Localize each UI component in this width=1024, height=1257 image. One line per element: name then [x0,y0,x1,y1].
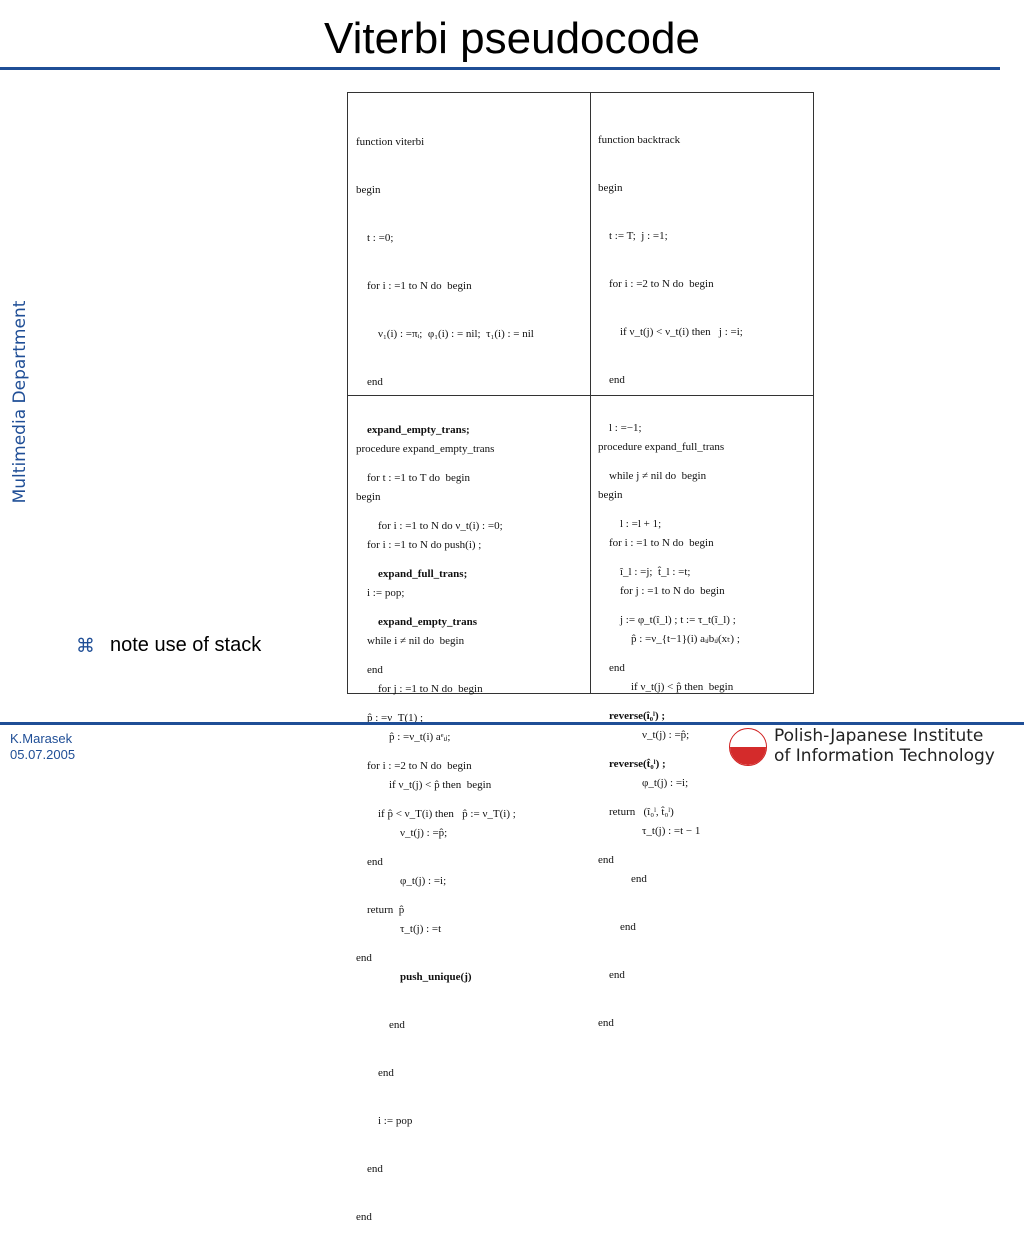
code-line: end [356,1019,405,1031]
code-line: τ_t(j) : =t − 1 [598,825,701,837]
code-line: procedure expand_full_trans [598,441,725,453]
code-line: push_unique(j) [356,971,472,983]
expand-full-trans-code: procedure expand_full_trans begin for i … [598,407,740,1063]
code-line: τ_t(j) : =t [356,923,442,935]
code-line: for j : =1 to N do begin [598,585,725,597]
code-line: i := pop [356,1115,413,1127]
code-line: end [598,873,647,885]
code-line: end [598,969,625,981]
code-line: φ_t(j) : =i; [356,875,447,887]
code-line: φ_t(j) : =i; [598,777,689,789]
code-line: while j ≠ nil do begin [598,470,707,482]
code-line: j := φ_t(î_l) ; t := τ_t(î_l) ; [598,614,736,626]
author-name: K.Marasek [10,731,73,746]
code-line: l : =−1; [598,422,642,434]
code-line: î_l : =j; t̂_l : =t; [598,566,691,578]
code-line: p̂ : =ν_T(1) ; [356,712,424,724]
code-line: end [598,1017,614,1029]
code-line: for i : =1 to N do ν_t(i) : =0; [356,520,503,532]
code-line: for i : =1 to N do begin [356,280,472,292]
code-line: for i : =2 to N do begin [598,278,714,290]
bullet-text: note use of stack [110,634,262,656]
code-line: i := pop; [356,587,405,599]
code-line: end [598,662,625,674]
pseudocode-figure: function viterbi begin t : =0; for i : =… [347,92,814,1223]
code-line: expand_empty_trans [356,616,478,628]
backtrack-function-code: function backtrack begin t := T; j : =1;… [598,100,743,900]
code-line: ν_t(j) : =p̂; [598,729,690,741]
code-line: reverse(t̂₀ˡ) ; [598,758,666,770]
code-line: procedure expand_empty_trans [356,443,495,455]
code-line: expand_full_trans; [356,568,468,580]
code-line: p̂ : =ν_{t−1}(i) aᵢⱼbᵢⱼ(xₜ) ; [598,633,740,645]
slide-title: Viterbi pseudocode [324,14,700,63]
figure-horizontal-divider [348,395,813,396]
code-line: end [598,921,636,933]
code-line: t : =0; [356,232,394,244]
code-line: p̂ : =ν_t(i) aᵉᵢⱼ; [356,731,451,743]
figure-vertical-divider [590,93,591,693]
code-line: begin [356,184,381,196]
code-line: end [598,374,625,386]
code-line: end [356,1163,383,1175]
code-line: begin [598,489,623,501]
code-line: function backtrack [598,134,681,146]
code-line: l : =l + 1; [598,518,662,530]
command-bullet-icon: ⌘ [76,634,95,657]
institute-name-line1: Polish-Japanese Institute [774,726,984,746]
institute-logo-icon [729,728,767,766]
code-line: for i : =1 to N do begin [598,537,714,549]
logo-red-half [730,747,766,765]
footer-rule [0,722,1024,725]
code-line: end [356,1067,394,1079]
code-line: t := T; j : =1; [598,230,668,242]
code-line: for i : =1 to N do push(i) ; [356,539,482,551]
code-line: begin [356,491,381,503]
code-line: for t : =1 to T do begin [356,472,470,484]
institute-name: Polish-Japanese Institute of Information… [774,726,995,766]
code-line: end [356,376,383,388]
institute-name-line2: of Information Technology [774,746,995,766]
code-line: expand_empty_trans; [356,424,470,436]
code-line: if ν_t(j) < ν_t(i) then j : =i; [598,326,743,338]
department-label: Multimedia Department [10,300,30,504]
title-underline [0,67,1000,70]
code-line: if ν_t(j) < p̂ then begin [598,681,734,693]
code-line: reverse(î₀ˡ) ; [598,710,666,722]
code-line: end [356,664,383,676]
footer-author-date: K.Marasek 05.07.2005 [10,731,75,763]
code-line: begin [598,182,623,194]
code-line: for j : =1 to N do begin [356,683,483,695]
code-line: function viterbi [356,136,425,148]
bullet-item: ⌘ note use of stack [76,634,261,657]
code-line: while i ≠ nil do begin [356,635,465,647]
code-line: ν_t(j) : =p̂; [356,827,448,839]
code-line: ν₁(i) : =πᵢ; φ₁(i) : = nil; τ₁(i) : = ni… [356,328,534,340]
code-line: end [356,1211,372,1223]
presentation-date: 05.07.2005 [10,747,76,762]
expand-empty-trans-code: procedure expand_empty_trans begin for i… [356,409,494,1257]
code-line: if ν_t(j) < p̂ then begin [356,779,492,791]
